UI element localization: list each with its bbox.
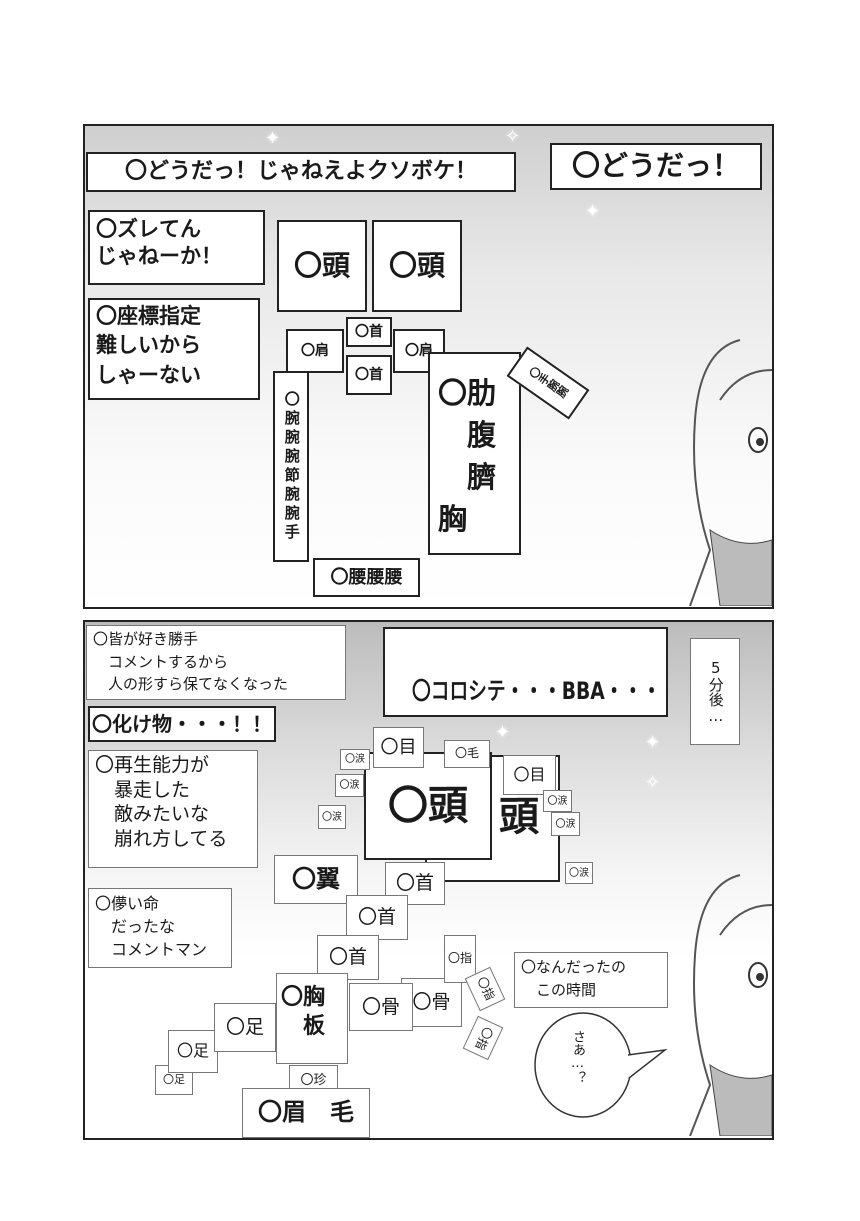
body-eye-2: 〇目 — [503, 755, 556, 795]
body-neck: 〇首 — [317, 935, 379, 980]
comment-nandatta: 〇なんだったの この時間 — [514, 952, 668, 1008]
body-tear: 〇涙 — [340, 749, 370, 770]
comment-zahyo: 〇座標指定 難しいから しゃーない — [88, 298, 260, 400]
body-head-left: 〇頭 — [277, 220, 367, 312]
sparkle-icon: ✦ — [645, 732, 661, 753]
body-tear: 〇涙 — [335, 774, 364, 797]
body-foot: 〇足 — [214, 1003, 276, 1052]
body-tear: 〇涙 — [565, 862, 593, 884]
speech-text: さあ…？ — [570, 1030, 585, 1084]
body-shoulder-left: 〇肩 — [286, 329, 344, 373]
body-bone: 〇骨 — [349, 983, 413, 1031]
body-head-right: 〇頭 — [372, 220, 462, 312]
speech-bubble — [534, 1012, 668, 1118]
comment-koroshite: 〇コロシテ・・・BBA・・・ コロシテ・・・！ — [383, 627, 668, 717]
comment-minna: 〇皆が好き勝手 コメントするから 人の形すら保てなくなった — [86, 625, 346, 700]
body-wing: 〇翼 — [274, 855, 358, 904]
body-arm: 〇腕腕腕節腕腕手 — [273, 371, 309, 562]
body-neck: 〇首 — [346, 895, 408, 940]
sparkle-icon: ✧ — [505, 126, 521, 147]
character-girl-1 — [689, 339, 772, 606]
comment-koroshite-text: 〇コロシテ・・・BBA・・・ コロシテ・・・！ — [411, 677, 661, 715]
sparkle-icon: ✧ — [645, 772, 661, 793]
comment-hakanai: 〇儚い命 だったな コメントマン — [88, 888, 232, 968]
body-tear: 〇涙 — [543, 790, 572, 812]
comment-saisei: 〇再生能力が 暴走した 敵みたいな 崩れ方してる — [88, 750, 258, 868]
body-tear: 〇涙 — [551, 812, 580, 836]
sparkle-icon: ✦ — [265, 128, 281, 149]
head-back-label: 頭 — [499, 794, 539, 840]
sparkle-icon: ✦ — [585, 201, 601, 222]
body-tear: 〇涙 — [318, 805, 346, 829]
body-foot: 〇足 — [168, 1030, 218, 1073]
body-eye-1: 〇目 — [373, 727, 424, 768]
body-chest: 〇胸 板 — [276, 973, 348, 1064]
body-hair: 〇毛 — [444, 740, 490, 768]
sparkle-icon: ✦ — [495, 722, 511, 743]
comment-top-right: 〇どうだっ！ — [550, 143, 762, 190]
body-torso: 〇肋 腹 臍 胸 — [428, 352, 521, 555]
time-caption: 5分後… — [690, 638, 740, 745]
body-head-big: 〇頭 — [364, 752, 492, 860]
body-waist: 〇腰腰腰 — [313, 558, 420, 597]
body-neck-2: 〇首 — [346, 355, 392, 395]
character-girl-2 — [689, 874, 772, 1136]
comment-top-left: 〇どうだっ！じゃねえよクソボケ！ — [86, 152, 516, 192]
body-neck-1: 〇首 — [346, 317, 392, 347]
comment-bakemono: 〇化け物・・・！！ — [88, 706, 276, 742]
comment-zure: 〇ズレてん じゃねーか！ — [88, 210, 265, 285]
body-eyebrow: 〇眉 毛 — [242, 1088, 370, 1138]
